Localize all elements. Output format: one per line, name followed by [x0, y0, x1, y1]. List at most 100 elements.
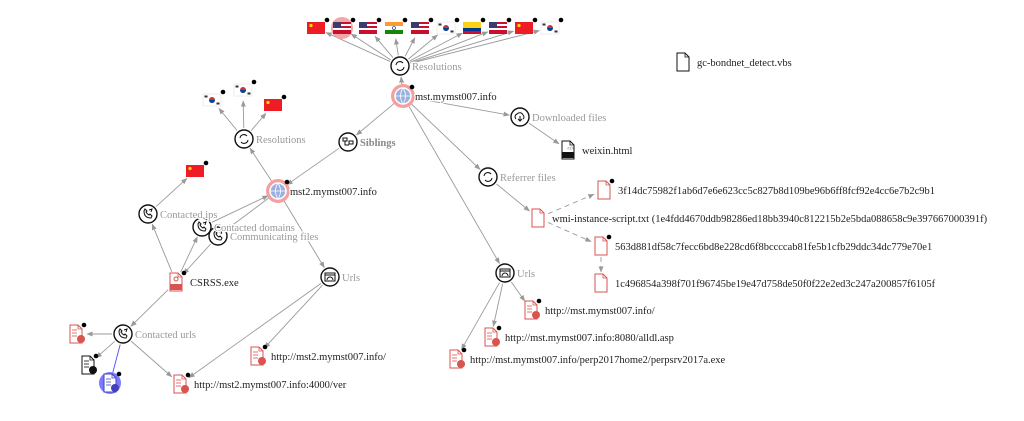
node-wmi[interactable]	[531, 208, 545, 228]
flag-us-node[interactable]	[411, 17, 434, 34]
node-label: gc-bondnet_detect.vbs	[697, 58, 792, 69]
edge-urls_r-u2	[492, 283, 504, 327]
flag-us-node[interactable]	[489, 17, 512, 34]
flag-kr-node[interactable]	[436, 17, 460, 35]
edge-urls_l-u5	[188, 283, 322, 378]
node-urls_l[interactable]	[320, 267, 340, 287]
node-label: mst.mymst007.info	[415, 92, 497, 103]
badge-dot	[116, 371, 122, 377]
node-res_top[interactable]	[390, 56, 410, 76]
edge-res_top-F2	[374, 35, 394, 58]
badge-dot	[409, 84, 415, 90]
badge-dot	[203, 160, 209, 166]
node-mst2[interactable]	[266, 179, 290, 203]
edge-cfiles-csrss	[182, 243, 211, 275]
edge-ref-wmi	[496, 183, 530, 212]
node-label: Downloaded files	[532, 113, 606, 124]
badge-dot	[81, 322, 87, 328]
node-label: Siblings	[360, 138, 396, 149]
node-label: http://mst.mymst007.info:8080/alldl.asp	[505, 333, 674, 344]
node-label: 563d881df58c7fecc6bd8e228cd6f8bccccab81f…	[615, 242, 932, 253]
edge-curls-cu2	[95, 340, 116, 359]
node-cu3[interactable]	[99, 371, 122, 394]
node-label: Urls	[517, 269, 535, 280]
node-label: http://mst2.mymst007.info:4000/ver	[194, 380, 347, 391]
badge-dot	[281, 94, 287, 100]
flag-cn-node[interactable]	[186, 160, 209, 177]
node-res_left[interactable]	[234, 129, 254, 149]
node-cu2[interactable]	[81, 353, 99, 375]
node-cfiles[interactable]	[208, 226, 228, 246]
node-cu1[interactable]	[69, 322, 87, 344]
edge-urls_r-u3	[461, 282, 500, 350]
flag-kr-node[interactable]	[202, 89, 226, 107]
node-urls_r[interactable]	[495, 263, 515, 283]
node-u1[interactable]	[524, 298, 542, 320]
edge-res_left-L2	[250, 112, 267, 131]
edge-curls-u5	[130, 340, 173, 378]
flag-us-node[interactable]	[331, 17, 356, 39]
edge-wmi-f563d	[547, 222, 592, 242]
node-gc[interactable]	[676, 52, 690, 72]
edge-csrss-curls	[130, 289, 169, 327]
flag-kr-node[interactable]	[540, 17, 564, 35]
edge-res_top-F5	[408, 34, 439, 60]
edge-res_left-L1	[240, 100, 246, 129]
node-sib[interactable]	[338, 132, 358, 152]
node-label: Contacted ips	[160, 210, 217, 221]
node-u5[interactable]	[173, 372, 191, 394]
node-label: Resolutions	[256, 135, 306, 146]
node-f3f14[interactable]	[597, 178, 615, 200]
flag-co-node[interactable]	[463, 17, 486, 34]
edge-res_left-L0	[218, 108, 238, 131]
flag-in-node[interactable]	[385, 17, 408, 34]
edge-mst-res_top	[399, 76, 405, 86]
node-cips[interactable]	[138, 204, 158, 224]
edge-mst-sib	[355, 102, 395, 136]
edge-curls-cu3	[112, 344, 121, 373]
node-f1c49[interactable]	[594, 273, 608, 293]
edge-res_top-F3	[394, 38, 400, 56]
badge-dot	[93, 353, 99, 359]
node-label: Urls	[342, 273, 360, 284]
badge-dot	[284, 179, 290, 185]
flag-cn-node[interactable]	[264, 94, 287, 111]
node-label: Resolutions	[412, 62, 462, 73]
edge-res_top-F7	[410, 31, 489, 63]
node-label: http://mst.mymst007.info/	[545, 306, 655, 317]
node-mst[interactable]	[391, 84, 415, 108]
badge-dot	[324, 17, 330, 23]
edge-mst2-res_left	[249, 147, 273, 183]
flag-us-node[interactable]	[359, 17, 382, 34]
node-u4[interactable]	[250, 344, 268, 366]
badge-dot	[428, 17, 434, 23]
node-u2[interactable]	[484, 325, 502, 347]
node-ref[interactable]	[478, 167, 498, 187]
edge-mst-urls_r	[408, 105, 500, 265]
edge-mst-ref	[410, 103, 481, 170]
node-csrss[interactable]	[169, 270, 187, 292]
node-weixin[interactable]: </>	[561, 140, 575, 160]
node-cdom[interactable]	[192, 217, 212, 237]
node-dl[interactable]	[510, 107, 530, 127]
badge-dot	[402, 17, 408, 23]
node-label: weixin.html	[582, 146, 633, 157]
node-f563d[interactable]	[594, 234, 612, 256]
edge-urls_l-u4	[264, 284, 323, 349]
node-label: http://mst.mymst007.info/perp2017home2/p…	[470, 355, 726, 366]
edge-cdom-mst2	[211, 195, 269, 223]
badge-dot	[480, 17, 486, 23]
flag-cn-node[interactable]	[307, 17, 330, 34]
html-glyph: </>	[567, 147, 574, 152]
edge-wmi-f3f14	[547, 193, 595, 215]
badge-dot	[262, 344, 268, 350]
badge-dot	[532, 17, 538, 23]
flag-cn-node[interactable]	[515, 17, 538, 34]
node-label: Communicating files	[230, 232, 318, 243]
node-curls[interactable]	[113, 324, 133, 344]
node-u3[interactable]	[449, 347, 467, 369]
flag-kr-node[interactable]	[233, 79, 257, 97]
edge-res_top-F6	[409, 32, 463, 62]
edge-res_top-F9	[410, 29, 540, 64]
